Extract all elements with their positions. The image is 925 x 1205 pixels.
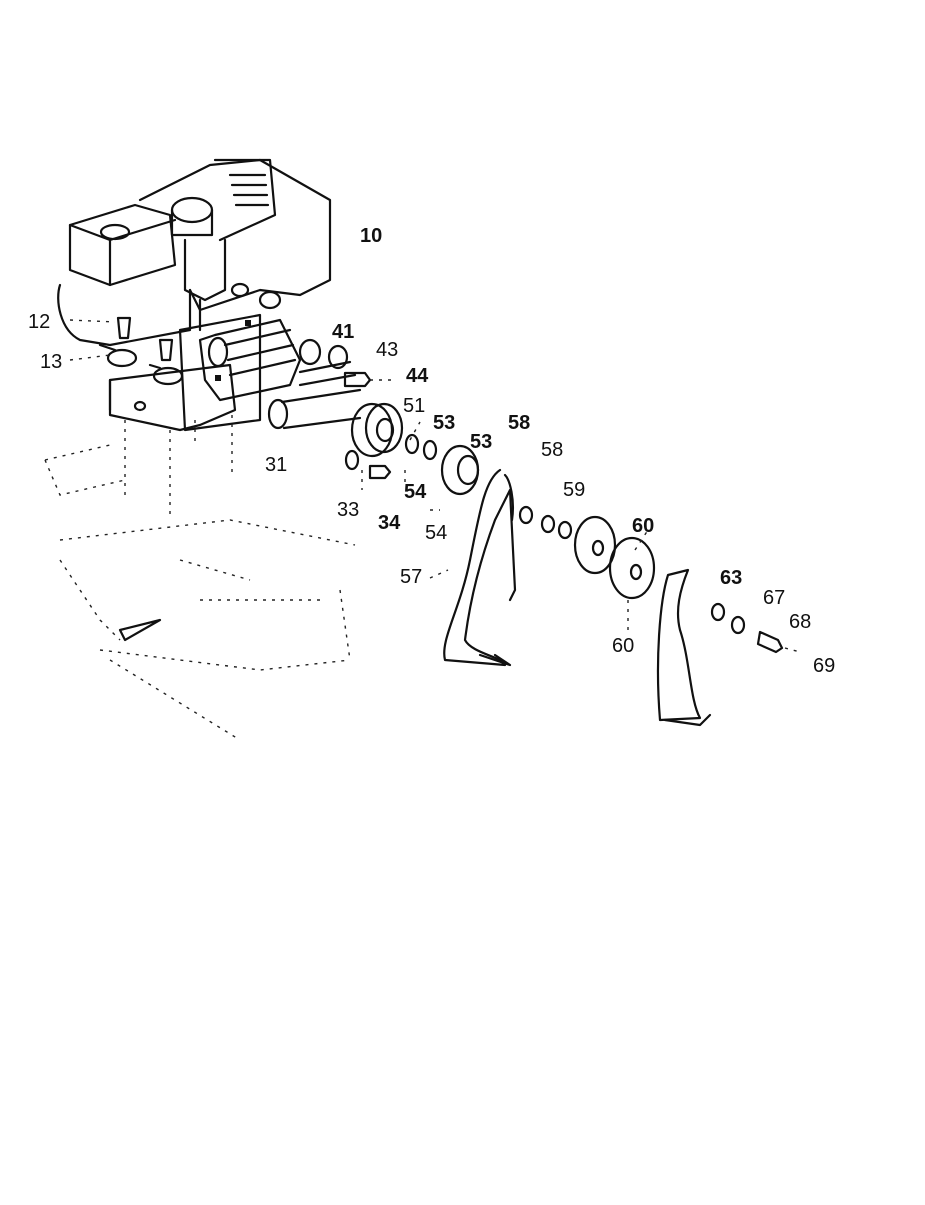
part-label-31: 31 xyxy=(265,454,288,476)
part-label-59: 59 xyxy=(563,479,586,501)
part-label-13: 13 xyxy=(40,351,63,373)
pulleys-60 xyxy=(573,515,656,600)
part-label-10: 10 xyxy=(360,225,383,247)
part-label-51: 51 xyxy=(403,395,426,417)
part-label-12: 12 xyxy=(28,311,51,333)
engine-assembly xyxy=(57,158,332,432)
part-label-33: 33 xyxy=(337,499,360,521)
part-label-60: 60 xyxy=(632,515,655,537)
part-label-41: 41 xyxy=(332,321,355,343)
part-label-53: 53 xyxy=(433,412,456,434)
pulley-assembly xyxy=(344,402,480,496)
mounting-bolts xyxy=(69,316,184,386)
part-label-69: 69 xyxy=(813,655,836,677)
part-label-54: 54 xyxy=(425,522,448,544)
part-label-44: 44 xyxy=(406,365,429,387)
hardware-63-69 xyxy=(710,602,801,654)
part-label-43: 43 xyxy=(376,339,399,361)
part-label-58: 58 xyxy=(541,439,564,461)
part-label-60: 60 xyxy=(612,635,635,657)
part-label-53: 53 xyxy=(470,431,493,453)
leader-lines xyxy=(361,421,649,630)
part-label-63: 63 xyxy=(720,567,743,589)
part-label-57: 57 xyxy=(400,566,423,588)
part-label-67: 67 xyxy=(763,587,786,609)
part-label-54: 54 xyxy=(404,481,427,503)
drive-belt-57 xyxy=(443,468,517,667)
washers-58-59 xyxy=(518,505,573,540)
part-label-68: 68 xyxy=(789,611,812,633)
part-label-58: 58 xyxy=(508,412,531,434)
shaft-assembly xyxy=(267,338,395,430)
drive-belt-2 xyxy=(656,568,712,727)
part-label-34: 34 xyxy=(378,512,401,534)
guide-lines xyxy=(124,415,233,520)
tiller-frame xyxy=(44,444,356,741)
